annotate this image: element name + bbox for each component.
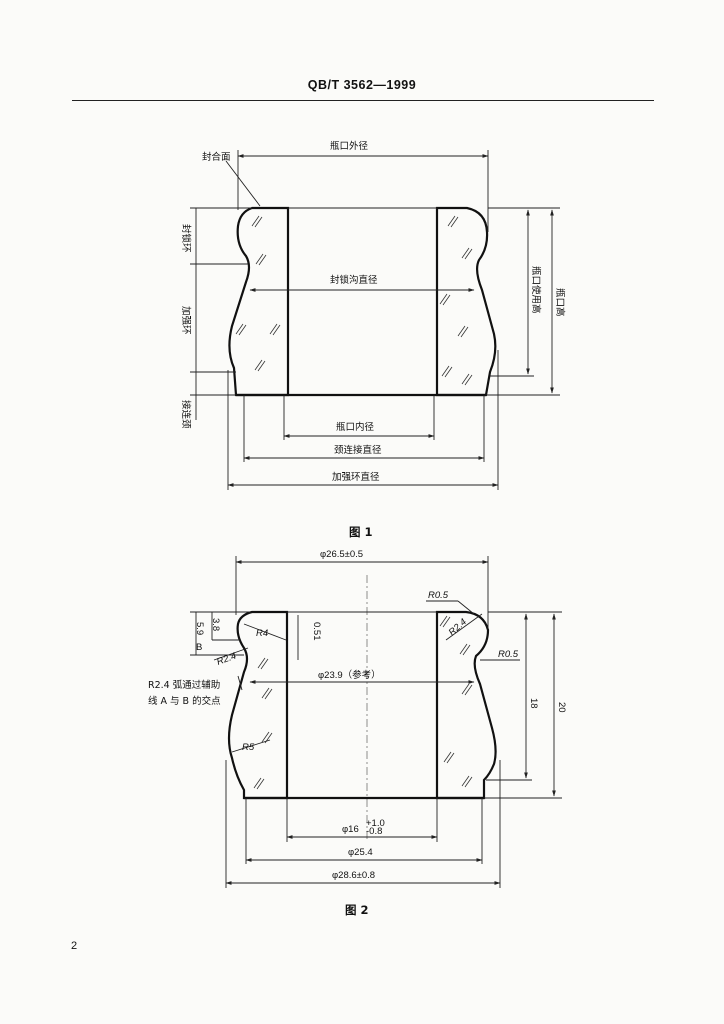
fig1-right-wall [435, 206, 497, 397]
fig1-hatching [235, 215, 473, 386]
fig2-hatching [253, 615, 473, 790]
fig2-dim-051: 0.51 [311, 622, 322, 641]
fig1-inner-diameter-label: 瓶口内径 [336, 421, 375, 433]
figure-2-caption: 图 2 [345, 903, 369, 917]
fig2-groove-diameter-dim: φ23.9（参考） [318, 669, 381, 681]
header-rule [72, 100, 654, 101]
fig2-height-38-dim: 3.8 [210, 618, 221, 631]
fig2-height-18-dim: 18 [528, 698, 539, 709]
fig1-sealing-face-label: 封合面 [202, 151, 231, 163]
fig2-r24-left-dim: R2.4 [215, 651, 238, 668]
fig2-outer-diameter-dim: φ26.5±0.5 [320, 549, 363, 560]
fig1-outer-diameter-label: 瓶口外径 [330, 140, 369, 152]
fig1-neck-diameter-label: 颈连接直径 [334, 444, 382, 456]
fig2-r4-dim: R4 [256, 628, 268, 639]
fig2-point-b-label: B [196, 642, 202, 653]
standard-code-header: QB/T 3562—1999 [307, 78, 417, 92]
figure-1-caption: 图 1 [349, 525, 373, 539]
fig2-note-line-1: R2.4 弧通过辅助 [148, 679, 220, 691]
fig1-reinforcing-ring-label: 加强环 [180, 306, 191, 335]
fig2-inner-tolerance-lower: -0.8 [366, 826, 382, 837]
fig2-r24-right-dim: R2.4 [447, 617, 469, 639]
fig1-ring-diameter-label: 加强环直径 [332, 471, 380, 483]
fig2-neck-diameter-dim: φ25.4 [348, 847, 373, 858]
fig2-height-20-dim: 20 [556, 702, 567, 713]
fig2-r5-dim: R5 [242, 742, 255, 753]
fig1-usable-height-label: 瓶口使用高 [530, 266, 542, 314]
fig2-r05-top-dim: R0.5 [428, 590, 449, 601]
fig2-inner-tolerance-upper: +1.0 [366, 818, 385, 829]
fig1-locking-ring-label: 封锁环 [180, 224, 192, 253]
fig2-inner-diameter-dim: φ16 [342, 824, 359, 835]
fig2-right-wall [435, 610, 497, 800]
fig2-ring-diameter-dim: φ28.6±0.8 [332, 870, 375, 881]
page-number: 2 [71, 940, 78, 952]
fig2-height-59-dim: 5.9 [194, 622, 205, 635]
fig2-r05-right-dim: R0.5 [498, 649, 519, 660]
fig2-left-wall [227, 610, 289, 800]
fig1-connecting-neck-label: 接连颈 [180, 400, 192, 429]
fig1-left-wall [228, 206, 290, 397]
fig1-mouth-height-label: 瓶口高 [554, 288, 566, 317]
fig2-note-line-2: 线 A 与 B 的交点 [148, 695, 221, 707]
fig1-locking-groove-label: 封锁沟直径 [330, 274, 378, 286]
